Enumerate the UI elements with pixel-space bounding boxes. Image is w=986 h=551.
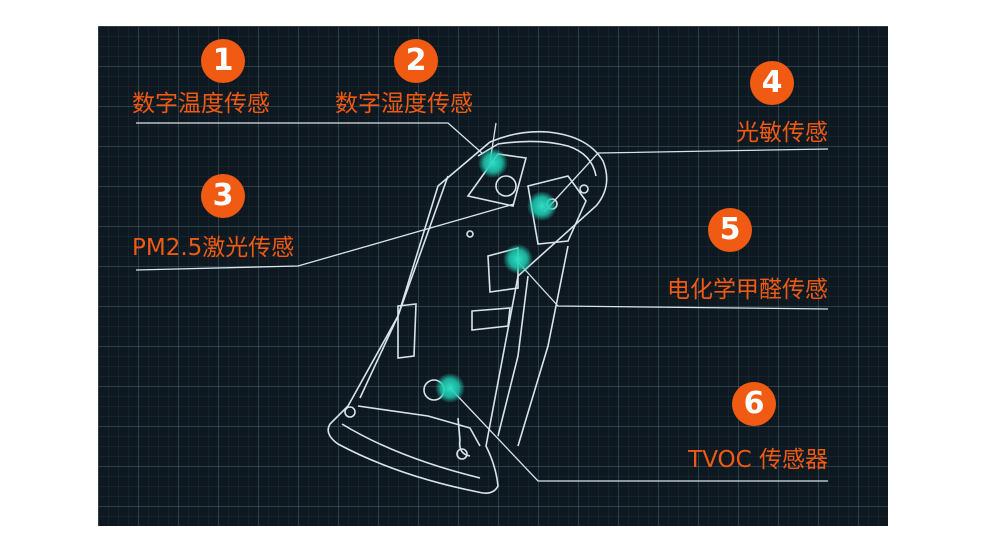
diagram-panel: 1 数字温度传感 2 数字湿度传感 3 PM2.5激光传感 4 光敏传感 5 电… xyxy=(98,26,888,526)
badge-5: 5 xyxy=(708,208,752,252)
label-5: 电化学甲醛传感 xyxy=(667,277,828,303)
badge-1: 1 xyxy=(201,39,245,83)
leader-line-1 xyxy=(136,122,484,155)
leader-lines xyxy=(135,122,829,482)
label-2: 数字湿度传感 xyxy=(335,91,473,117)
highlight-5 xyxy=(503,244,533,274)
highlight-6 xyxy=(435,373,465,403)
device-outline xyxy=(327,130,608,494)
badge-4: 4 xyxy=(750,61,794,105)
leader-line-3 xyxy=(135,203,515,271)
highlight-1 xyxy=(478,148,508,178)
device-diagram xyxy=(135,122,829,494)
leader-line-4 xyxy=(543,148,829,213)
label-6: TVOC 传感器 xyxy=(688,447,828,473)
label-1: 数字温度传感 xyxy=(132,91,270,117)
badge-3: 3 xyxy=(201,174,245,218)
badge-6: 6 xyxy=(732,382,776,426)
sensor-highlights xyxy=(435,148,557,403)
leader-line-5 xyxy=(517,261,829,310)
badge-2: 2 xyxy=(394,39,438,83)
highlight-2 xyxy=(527,191,557,221)
leader-line-6 xyxy=(449,387,828,482)
label-3: PM2.5激光传感 xyxy=(132,235,295,261)
label-4: 光敏传感 xyxy=(736,120,828,146)
